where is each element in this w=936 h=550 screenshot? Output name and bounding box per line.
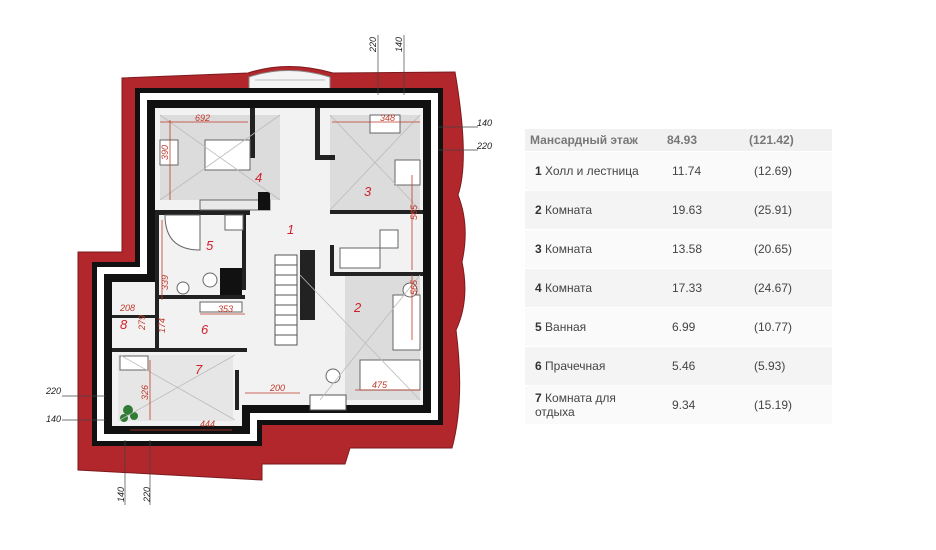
- dim-326: 326: [140, 385, 150, 400]
- room-name: Комната: [545, 203, 593, 217]
- outer-dim-bottom-220: 220: [142, 487, 152, 503]
- room-total-area: (5.93): [744, 346, 832, 386]
- dim-390: 390: [160, 145, 170, 160]
- dim-692: 692: [195, 113, 210, 123]
- room-name-cell: 7 Комната для отдыха: [525, 385, 662, 424]
- staircase: [274, 254, 298, 346]
- room-number-6: 6: [201, 322, 209, 337]
- dim-444: 444: [200, 419, 215, 429]
- room-number-1: 1: [287, 222, 294, 237]
- room-index: 3: [535, 242, 542, 256]
- room-total-area: (25.91): [744, 190, 832, 230]
- room-area: 6.99: [662, 307, 744, 347]
- outer-dim-top-220: 220: [368, 37, 378, 53]
- outer-dim-right-140: 140: [477, 118, 492, 128]
- floor-total-area: (121.42): [744, 129, 832, 152]
- room-name-cell: 4 Комната: [525, 268, 662, 308]
- room-number-3: 3: [364, 184, 372, 199]
- room-index: 5: [535, 320, 542, 334]
- floor-plan: 692 348 390 565 565 339 353 208 279 174 …: [45, 35, 492, 505]
- outer-dim-bottom-140: 140: [116, 487, 126, 502]
- room-area: 13.58: [662, 229, 744, 269]
- room-name: Комната: [545, 242, 593, 256]
- dim-279: 279: [137, 315, 147, 331]
- room-total-area: (24.67): [744, 268, 832, 308]
- room-name: Ванная: [545, 320, 587, 334]
- room-number-4: 4: [255, 170, 262, 185]
- dim-348: 348: [380, 113, 395, 123]
- floor-area: 84.93: [662, 129, 744, 152]
- room-index: 1: [535, 164, 542, 178]
- room-index: 2: [535, 203, 542, 217]
- room-number-8: 8: [120, 317, 128, 332]
- dim-353: 353: [218, 304, 233, 314]
- dim-200: 200: [269, 383, 285, 393]
- room-area: 19.63: [662, 190, 744, 230]
- outer-dim-left-140: 140: [46, 414, 61, 424]
- dim-339: 339: [160, 275, 170, 290]
- room-name: Прачечная: [545, 359, 606, 373]
- outer-dim-top-140: 140: [394, 37, 404, 52]
- room-index: 4: [535, 281, 542, 295]
- room-name-cell: 3 Комната: [525, 229, 662, 269]
- room-area: 9.34: [662, 385, 744, 424]
- dim-475: 475: [372, 380, 388, 390]
- room-area: 5.46: [662, 346, 744, 386]
- dim-208: 208: [119, 303, 135, 313]
- dim-174: 174: [157, 318, 167, 333]
- room-total-area: (20.65): [744, 229, 832, 269]
- room-area: 17.33: [662, 268, 744, 308]
- room-total-area: (10.77): [744, 307, 832, 347]
- room-name: Комната: [545, 281, 593, 295]
- room-name-cell: 2 Комната: [525, 190, 662, 230]
- room-number-7: 7: [195, 362, 203, 377]
- dim-565-top: 565: [409, 204, 419, 220]
- room-number-2: 2: [353, 300, 362, 315]
- room-name-cell: 5 Ванная: [525, 307, 662, 347]
- room-index: 7: [535, 391, 542, 405]
- room-total-area: (15.19): [744, 385, 832, 424]
- dim-565-bottom: 565: [409, 279, 419, 295]
- outer-dim-left-220: 220: [45, 386, 61, 396]
- furniture: [119, 114, 421, 391]
- room-name-cell: 1 Холл и лестница: [525, 151, 662, 191]
- interior-walls: [112, 108, 423, 410]
- room-area: 11.74: [662, 151, 744, 191]
- room-name: Комната для отдыха: [535, 391, 616, 419]
- outer-dim-right-220: 220: [476, 141, 492, 151]
- room-number-5: 5: [206, 238, 214, 253]
- room-index: 6: [535, 359, 542, 373]
- room-total-area: (12.69): [744, 151, 832, 191]
- table-header: Мансардный этаж 84.93 (121.42): [525, 129, 832, 152]
- room-area-table: Мансардный этаж 84.93 (121.42) 1 Холл и …: [525, 129, 832, 424]
- room-name: Холл и лестница: [545, 164, 639, 178]
- room-name-cell: 6 Прачечная: [525, 346, 662, 386]
- floor-label: Мансардный этаж: [525, 129, 662, 152]
